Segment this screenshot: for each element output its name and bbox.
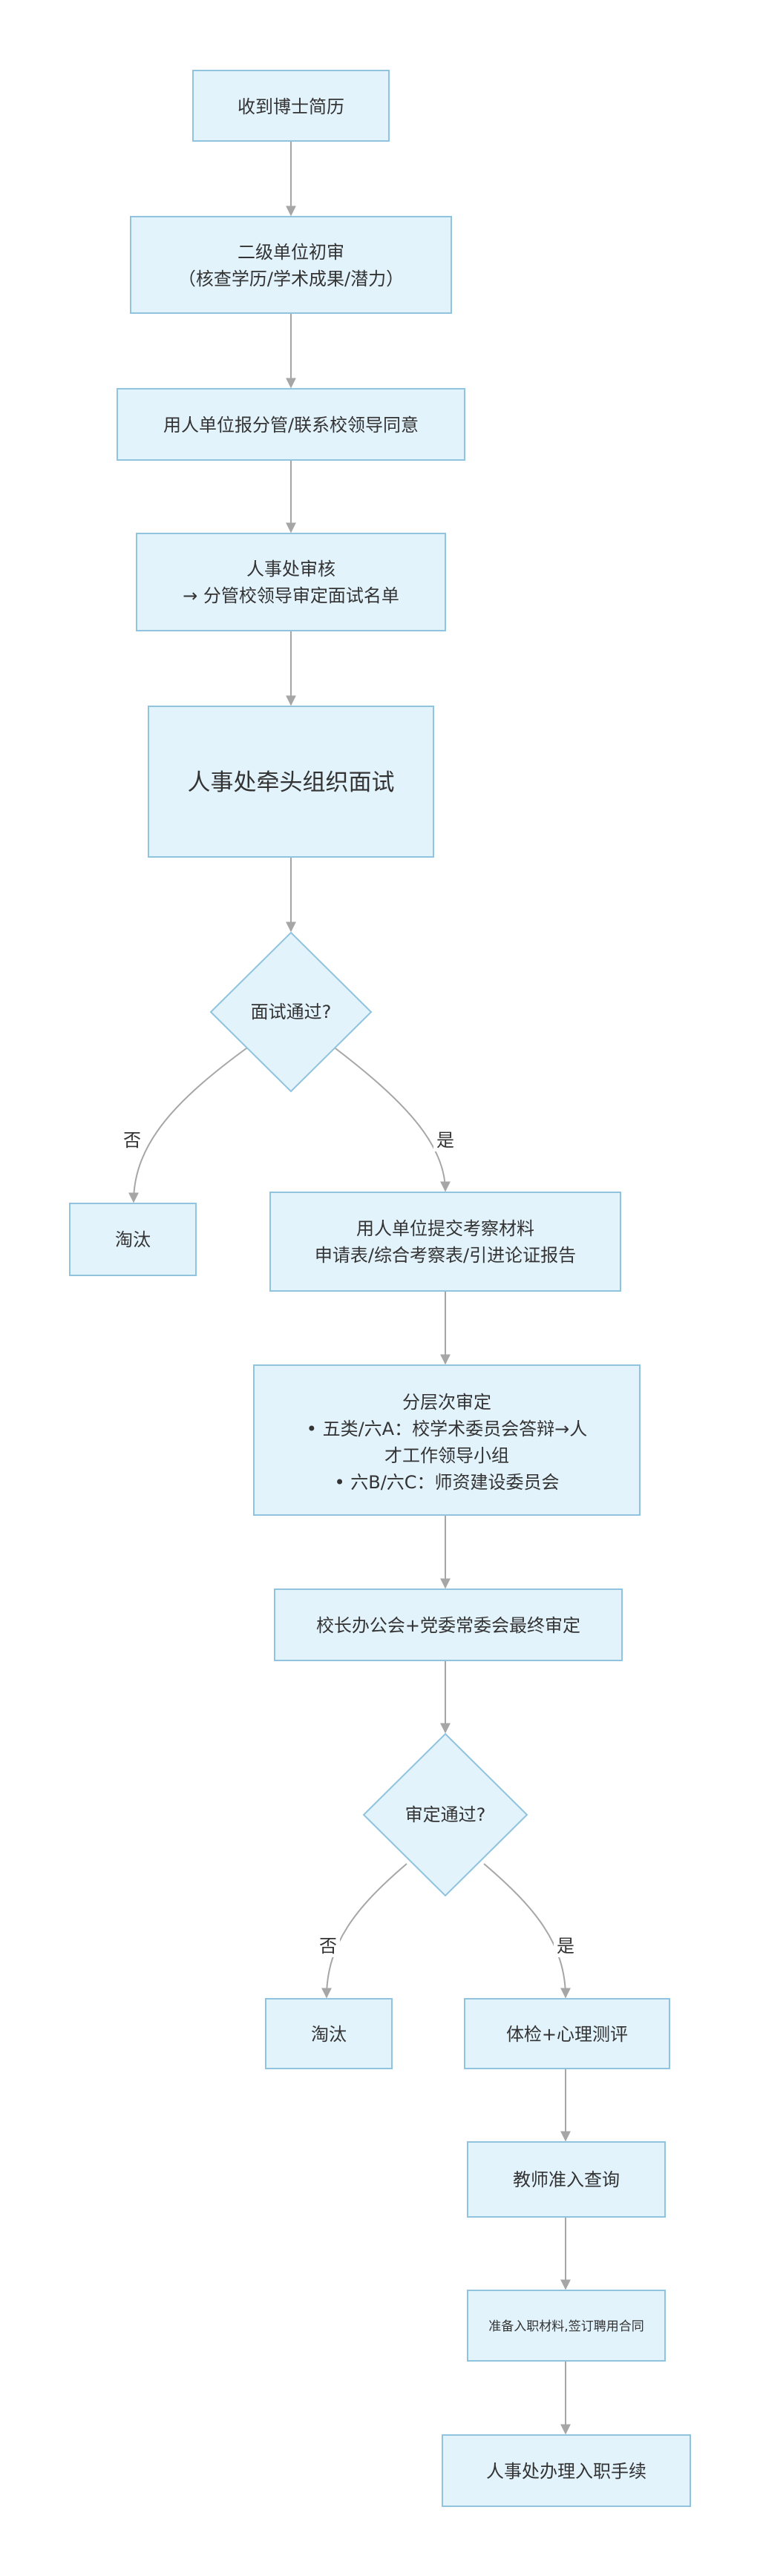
node-hr-review-line2: → 分管校领导审定面试名单 bbox=[183, 585, 399, 606]
node-final-review-label: 校长办公会+党委常委会最终审定 bbox=[316, 1615, 580, 1636]
edge-decision-no bbox=[128, 1045, 250, 1203]
node-eliminate-1: 淘汰 bbox=[69, 1203, 197, 1276]
node-eliminate-1-label: 淘汰 bbox=[115, 1229, 151, 1250]
node-hr-interview: 人事处牵头组织面试 bbox=[148, 706, 434, 858]
node-secondary-review-line2: （核查学历/学术成果/潜力） bbox=[178, 269, 404, 289]
node-review-decision-label: 审定通过? bbox=[405, 1804, 486, 1825]
node-interview-decision-label: 面试通过? bbox=[251, 1002, 332, 1022]
node-secondary-review-line1: 二级单位初审 bbox=[238, 242, 344, 263]
edge-review-no bbox=[321, 1863, 407, 1999]
node-tiered-review-line1: 分层次审定 bbox=[402, 1392, 491, 1413]
node-submit-materials: 用人单位提交考察材料 申请表/综合考察表/引进论证报告 bbox=[269, 1192, 621, 1292]
node-onboarding-label: 人事处办理入职手续 bbox=[486, 2461, 646, 2482]
node-tiered-review-line3: 才工作领导小组 bbox=[384, 1445, 509, 1466]
node-leader-approval-label: 用人单位报分管/联系校领导同意 bbox=[163, 415, 419, 436]
node-medical-check: 体检+心理测评 bbox=[464, 1998, 670, 2069]
node-interview-decision: 面试通过? bbox=[209, 931, 373, 1093]
node-final-review: 校长办公会+党委常委会最终审定 bbox=[274, 1588, 623, 1661]
node-tiered-review-line2: • 五类/六A：校学术委员会答辩→人 bbox=[307, 1419, 587, 1439]
node-eliminate-2: 淘汰 bbox=[265, 1998, 393, 2069]
node-leader-approval: 用人单位报分管/联系校领导同意 bbox=[117, 388, 465, 461]
edge-decision-yes bbox=[332, 1045, 451, 1192]
edge-labels: 否 是 否 是 bbox=[120, 1128, 577, 1957]
node-tiered-review-line4: • 六B/六C：师资建设委员会 bbox=[334, 1472, 559, 1493]
node-eliminate-2-label: 淘汰 bbox=[311, 2024, 347, 2045]
node-teacher-query: 教师准入查询 bbox=[467, 2141, 666, 2218]
edge-review-yes bbox=[483, 1863, 571, 1999]
node-hr-review: 人事处审核 → 分管校领导审定面试名单 bbox=[136, 533, 446, 631]
node-hr-review-line1: 人事处审核 bbox=[246, 559, 335, 579]
node-hr-interview-label: 人事处牵头组织面试 bbox=[188, 769, 395, 796]
node-submit-materials-line1: 用人单位提交考察材料 bbox=[356, 1218, 534, 1239]
node-secondary-review: 二级单位初审 （核查学历/学术成果/潜力） bbox=[130, 216, 452, 314]
edge-label-review-yes: 是 bbox=[557, 1936, 574, 1956]
edges bbox=[128, 141, 571, 2435]
edge-label-interview-yes: 是 bbox=[436, 1130, 454, 1151]
node-review-decision: 审定通过? bbox=[362, 1732, 528, 1897]
node-onboarding: 人事处办理入职手续 bbox=[442, 2434, 691, 2507]
node-medical-check-label: 体检+心理测评 bbox=[506, 2024, 628, 2045]
node-prepare-docs: 准备入职材料,签订聘用合同 bbox=[467, 2290, 666, 2362]
node-submit-materials-line2: 申请表/综合考察表/引进论证报告 bbox=[315, 1245, 576, 1266]
edge-label-interview-no: 否 bbox=[123, 1130, 141, 1151]
node-tiered-review: 分层次审定 • 五类/六A：校学术委员会答辩→人 才工作领导小组 • 六B/六C… bbox=[253, 1364, 641, 1516]
node-prepare-docs-label: 准备入职材料,签订聘用合同 bbox=[488, 2319, 644, 2334]
node-receive-resume: 收到博士简历 bbox=[192, 70, 390, 142]
node-receive-resume-label: 收到博士简历 bbox=[238, 96, 344, 117]
edge-label-review-no: 否 bbox=[319, 1936, 337, 1956]
node-teacher-query-label: 教师准入查询 bbox=[513, 2169, 620, 2190]
